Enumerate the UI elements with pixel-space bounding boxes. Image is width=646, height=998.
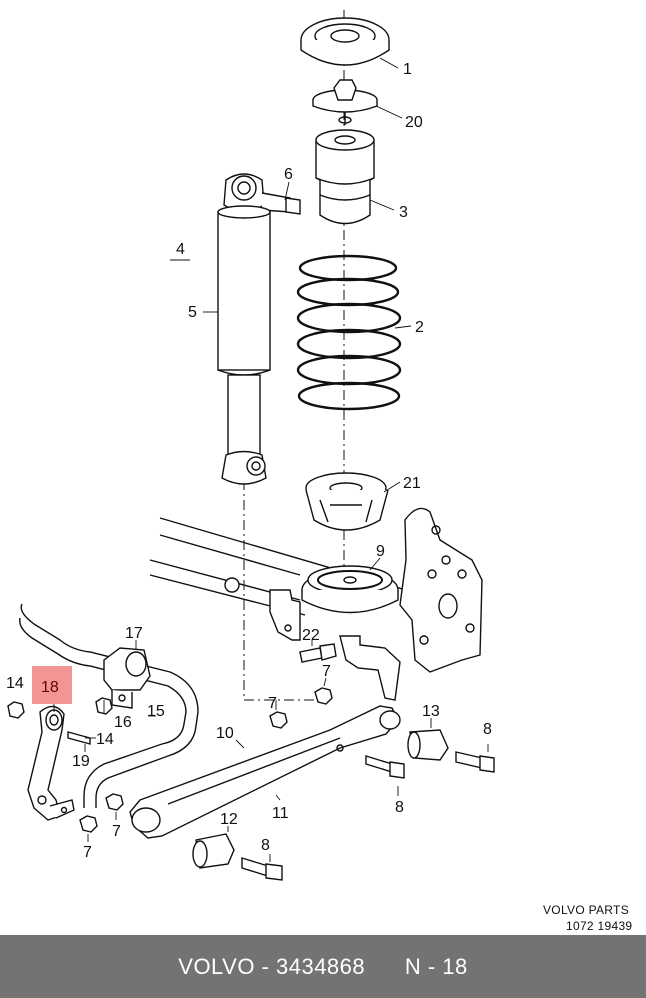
stabilizer-mount-bracket	[269, 589, 401, 701]
label-22: 22	[302, 627, 320, 644]
label-12: 12	[220, 811, 238, 828]
label-8-middle: 8	[395, 799, 404, 816]
label-8-right: 8	[483, 721, 492, 738]
part-17-bushing	[103, 647, 151, 709]
part-18-link	[27, 705, 91, 821]
part-21-lower-seat	[305, 472, 389, 531]
nut-7-top	[314, 687, 333, 705]
part-2-coil-spring	[296, 254, 402, 411]
label-7-top: 7	[322, 663, 331, 680]
label-7-bottom: 7	[83, 844, 92, 861]
label-8-bottom: 8	[261, 837, 270, 854]
nut-7-mid	[269, 711, 288, 729]
part-12-bushing	[192, 833, 283, 881]
bolt-8-middle	[365, 755, 405, 779]
label-17: 17	[125, 625, 143, 642]
volvo-parts-stamp: VOLVO PARTS	[543, 903, 629, 917]
label-14-left: 14	[6, 675, 24, 692]
part-15-stabilizer-bar	[19, 603, 199, 808]
suspension-exploded-diagram: 1 20 3 6 4 5 2 21 9 17 22 14 18 16 15 14…	[6, 10, 632, 933]
part-11-track-rod	[129, 705, 401, 839]
part-9-pad	[301, 565, 399, 614]
part-5-shock-absorber	[217, 173, 301, 485]
label-5: 5	[188, 304, 197, 321]
label-21: 21	[403, 475, 421, 492]
label-19: 19	[72, 753, 90, 770]
part-3-bump-stop	[315, 129, 375, 225]
part-13-bushing	[407, 729, 495, 773]
label-15: 15	[147, 703, 165, 720]
nut-14-left	[7, 701, 25, 719]
label-10: 10	[216, 725, 234, 742]
part-20-washer-nut	[312, 79, 378, 125]
axle-bracket	[399, 507, 483, 673]
label-14-right: 14	[96, 731, 114, 748]
label-7-bottom-left: 7	[112, 823, 121, 840]
nut-7-bottom-left	[105, 793, 124, 811]
part-1-spring-seat	[300, 17, 390, 66]
label-16: 16	[114, 714, 132, 731]
label-11: 11	[272, 805, 289, 822]
label-3: 3	[399, 204, 408, 221]
label-13: 13	[422, 703, 440, 720]
footer-part-number: VOLVO - 3434868 N - 18	[178, 953, 468, 979]
label-18-highlighted: 18	[41, 679, 59, 696]
label-20: 20	[405, 114, 423, 131]
label-2: 2	[415, 319, 424, 336]
label-7-mid: 7	[268, 695, 277, 712]
label-4: 4	[176, 241, 185, 258]
part-22-bolt	[299, 643, 337, 663]
label-6: 6	[284, 166, 293, 183]
drawing-number: 1072 19439	[566, 919, 632, 933]
footer-bar: VOLVO - 3434868 N - 18	[0, 935, 646, 998]
label-9: 9	[376, 543, 385, 560]
label-1: 1	[403, 61, 412, 78]
leader-lines	[84, 57, 489, 862]
highlight-box-18	[32, 666, 72, 704]
nut-7-bottom	[79, 815, 98, 833]
